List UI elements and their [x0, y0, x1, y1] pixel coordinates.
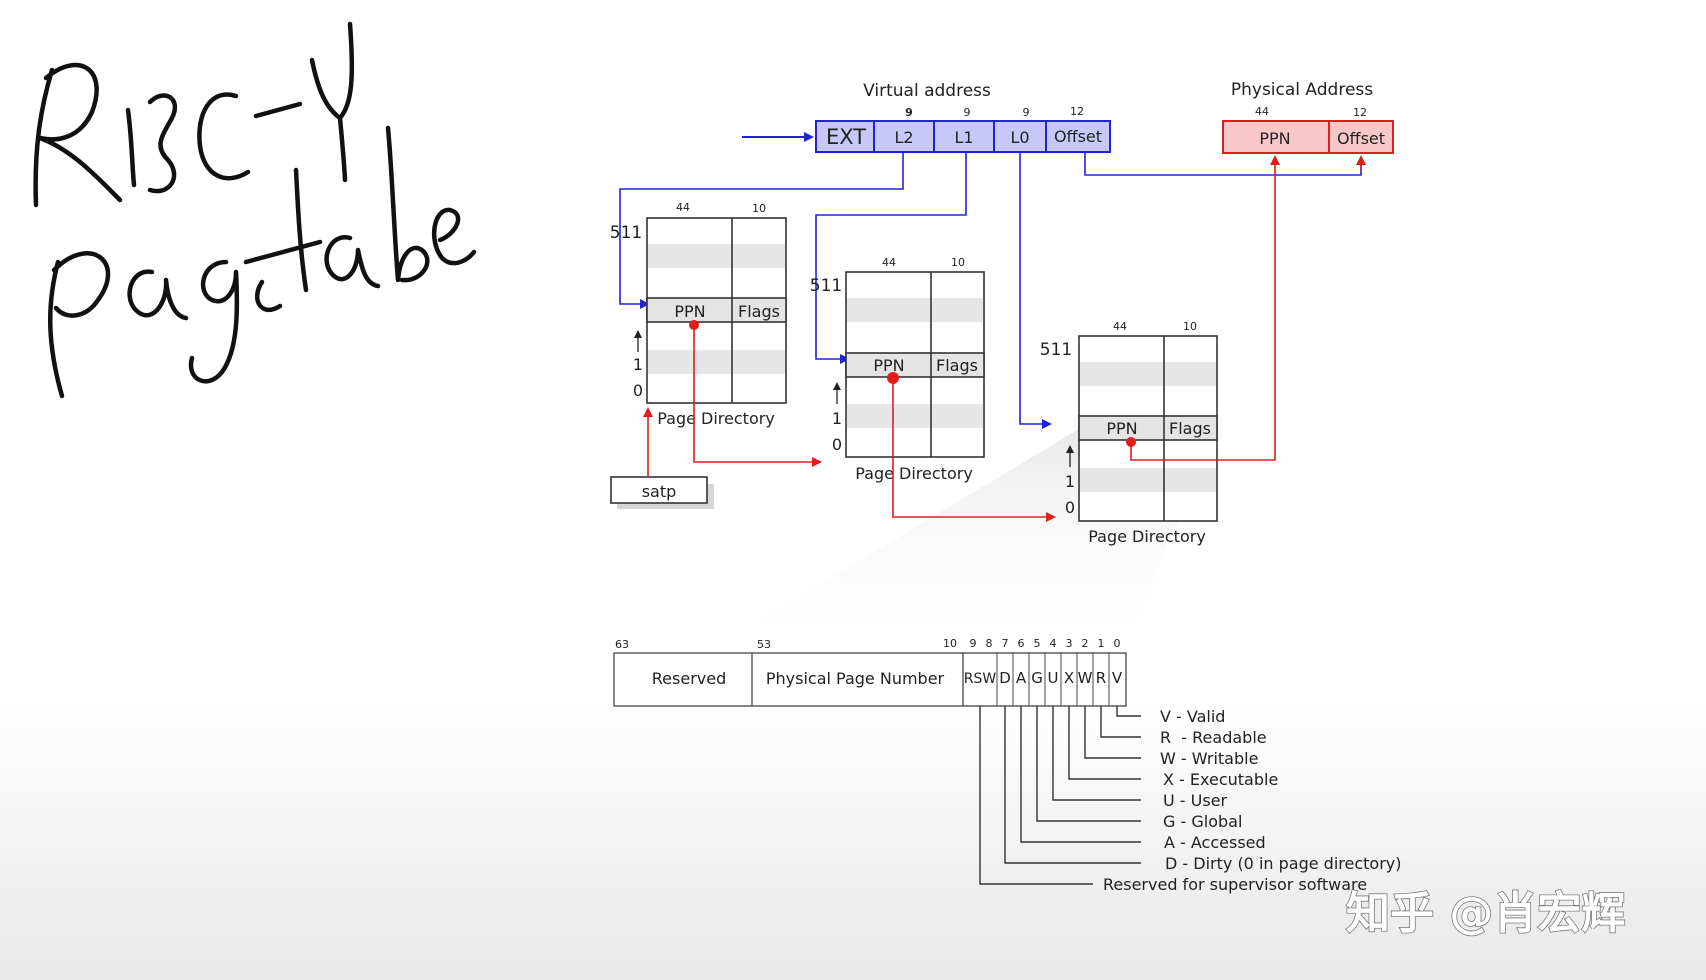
physical-address-register: PPN Offset: [1222, 120, 1394, 154]
page-directory-2: 44 10 PPN Flags 511 1 0 Page Directory: [810, 256, 985, 483]
pte-field-g: G: [1031, 669, 1043, 687]
pte-field-reserved: Reserved: [652, 669, 726, 688]
pte-field-x: X: [1064, 669, 1074, 687]
pd2-ppn-to-pd3-arrow: [892, 378, 1056, 522]
va-bits-l2: 9: [905, 106, 913, 119]
page-directory-1: 44 10 PPN Flags 511 1 0 Page Directory: [610, 201, 787, 428]
va-field-l2: L2: [894, 128, 913, 147]
pte-bit-5: 5: [1034, 637, 1041, 650]
virtual-address-title: Virtual address: [863, 81, 991, 101]
va-field-ext: EXT: [826, 125, 866, 149]
pte-field-ppn: Physical Page Number: [766, 669, 945, 688]
pte-bit-7: 7: [1002, 637, 1009, 650]
l1-index-arrow: [815, 152, 967, 364]
legend-valid: V - Valid: [1160, 707, 1225, 726]
pa-bits-ppn: 44: [1255, 105, 1269, 118]
pte-bit-6: 6: [1018, 637, 1025, 650]
va-field-offset: Offset: [1054, 127, 1102, 146]
physical-address-title: Physical Address: [1231, 80, 1373, 100]
legend-global: G - Global: [1163, 812, 1242, 831]
pd2-flags-label: Flags: [936, 356, 978, 375]
handwritten-title: [33, 21, 477, 399]
pd2-index-511: 511: [810, 276, 842, 296]
pte-bit-53: 53: [757, 638, 771, 651]
pte-bit-4: 4: [1050, 637, 1057, 650]
pte-bit-8: 8: [986, 637, 993, 650]
legend-writable: W - Writable: [1160, 749, 1258, 768]
pte-field-d: D: [999, 669, 1011, 687]
page-directory-3: 44 10 PPN Flags 511 1 0 Page Directory: [1040, 320, 1218, 546]
pd3-bits-ppn: 44: [1113, 320, 1127, 333]
pte-bit-3: 3: [1066, 637, 1073, 650]
pd3-ppn-dot: [1126, 437, 1136, 447]
pd2-index-0: 0: [832, 435, 842, 454]
pte-field-r: R: [1096, 669, 1106, 687]
pte-bit-2: 2: [1082, 637, 1089, 650]
pd2-ppn-dot: [887, 372, 899, 384]
va-field-l1: L1: [954, 128, 973, 147]
legend-readable: R - Readable: [1160, 728, 1267, 747]
legend-dirty: D - Dirty (0 in page directory): [1165, 854, 1401, 873]
pte-bit-numbers: 63 53 10 9 8 7 6 5 4 3 2 1 0: [615, 637, 1121, 651]
pd2-caption: Page Directory: [855, 464, 973, 483]
pd3-flags-label: Flags: [1169, 419, 1211, 438]
l0-index-arrow: [1019, 152, 1052, 429]
pd3-index-0: 0: [1065, 498, 1075, 517]
pa-bits-offset: 12: [1353, 106, 1367, 119]
virtual-address-bit-widths: 9 9 9 12: [905, 105, 1084, 119]
pte-bit-1: 1: [1098, 637, 1105, 650]
pd1-flags-label: Flags: [738, 302, 780, 321]
pte-field-a: A: [1016, 669, 1027, 687]
pd1-bits-flags: 10: [752, 202, 766, 215]
flag-legend: V - Valid R - Readable W - Writable X - …: [1103, 707, 1401, 894]
pd1-index-511: 511: [610, 223, 642, 243]
l2-index-arrow: [619, 152, 904, 309]
pd2-bits-flags: 10: [951, 256, 965, 269]
offset-copy-arrow: [1084, 153, 1362, 176]
pte-bit-10: 10: [943, 637, 957, 650]
pte-bit-0: 0: [1114, 637, 1121, 650]
va-bits-l1: 9: [964, 106, 971, 119]
pte-field-v: V: [1112, 669, 1123, 687]
satp-register: satp: [610, 476, 714, 509]
pd3-ppn-label: PPN: [1106, 419, 1137, 438]
pd1-ppn-dot: [689, 320, 699, 330]
pd2-ppn-label: PPN: [873, 356, 904, 375]
pd3-index-511: 511: [1040, 340, 1072, 360]
pd2-bits-ppn: 44: [882, 256, 896, 269]
pte-field-rsw: RSW: [964, 671, 997, 687]
pd1-caption: Page Directory: [657, 409, 775, 428]
legend-accessed: A - Accessed: [1164, 833, 1266, 852]
watermark: 知乎 @肖宏辉: [1346, 888, 1625, 939]
pte-bit-9: 9: [970, 637, 977, 650]
pd3-bits-flags: 10: [1183, 320, 1197, 333]
legend-rsw: Reserved for supervisor software: [1103, 875, 1367, 894]
pte-field-u: U: [1048, 669, 1059, 687]
page-table-entry: Reserved Physical Page Number RSW D A G …: [613, 652, 1127, 707]
virtual-address-register: EXT L2 L1 L0 Offset: [815, 120, 1111, 153]
pte-bit-63: 63: [615, 638, 629, 651]
legend-executable: X - Executable: [1163, 770, 1278, 789]
pd1-index-0: 0: [633, 381, 643, 400]
pd1-ppn-to-pd2-arrow: [693, 325, 822, 467]
satp-label: satp: [642, 482, 677, 501]
va-field-l0: L0: [1010, 128, 1029, 147]
va-bits-offset: 12: [1070, 105, 1084, 118]
pd1-ppn-label: PPN: [674, 302, 705, 321]
pa-field-ppn: PPN: [1259, 129, 1290, 148]
legend-user: U - User: [1163, 791, 1228, 810]
pd3-ppn-to-pa-arrow: [1130, 155, 1280, 461]
pd1-index-1: 1: [633, 355, 643, 374]
pd3-index-1: 1: [1065, 472, 1075, 491]
pd3-caption: Page Directory: [1088, 527, 1206, 546]
va-bits-l0: 9: [1023, 106, 1030, 119]
flag-leader-lines: [979, 706, 1141, 885]
pd2-index-1: 1: [832, 409, 842, 428]
pd1-bits-ppn: 44: [676, 201, 690, 214]
pa-field-offset: Offset: [1337, 129, 1385, 148]
pte-field-w: W: [1078, 669, 1093, 687]
